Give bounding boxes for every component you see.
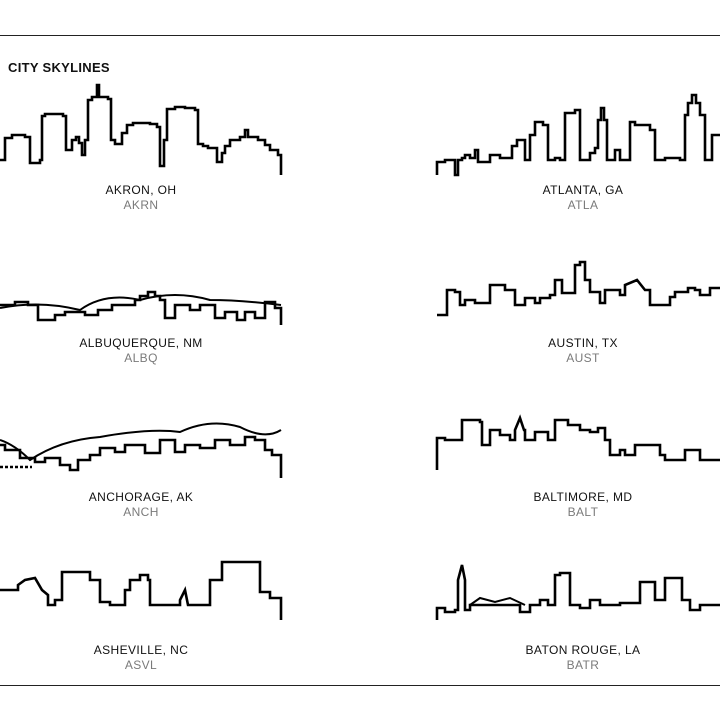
city-name: ANCHORAGE, AK [88,490,194,504]
city-name: BATON ROUGE, LA [525,643,641,657]
city-code: ANCH [123,505,159,519]
asheville-skyline [0,560,283,620]
baton-rouge-skyline [435,564,720,620]
city-code: AKRN [123,198,159,212]
atlanta-skyline [435,93,720,177]
city-code: BALT [567,505,599,519]
city-code: ATLA [567,198,599,212]
city-code: ASVL [124,658,158,672]
city-name: ASHEVILLE, NC [93,643,189,657]
bottom-divider [0,685,720,686]
baton-rouge-bridge [469,596,526,606]
albuquerque-mountains [0,294,282,312]
austin-skyline [437,260,720,317]
city-code: BATR [566,658,600,672]
anchorage-mountains [0,422,282,462]
city-code: AUST [566,351,600,365]
city-code: ALBQ [124,351,158,365]
city-name: ATLANTA, GA [542,183,624,197]
anchorage-skyline [0,435,283,478]
city-name: AUSTIN, TX [548,336,618,350]
page-title: CITY SKYLINES [8,60,110,75]
city-name: AKRON, OH [105,183,177,197]
baltimore-skyline [435,414,720,470]
top-divider [0,35,720,36]
albuquerque-skyline [0,290,283,325]
city-name: ALBUQUERQUE, NM [79,336,203,350]
akron-skyline [0,83,283,175]
city-name: BALTIMORE, MD [533,490,633,504]
